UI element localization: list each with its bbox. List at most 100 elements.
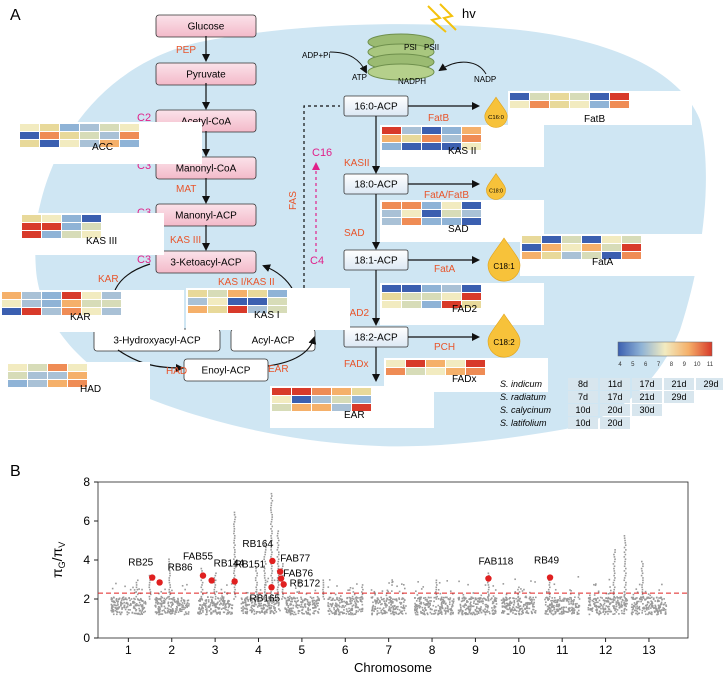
scatter-point [440, 601, 443, 604]
scatter-point [446, 596, 448, 599]
scatter-point [596, 605, 599, 608]
scatter-point [501, 609, 504, 612]
scale-tick: 8 [670, 362, 674, 368]
scatter-point [177, 604, 180, 607]
peak-point [281, 595, 284, 598]
scatter-point [609, 603, 611, 606]
heat-cell [102, 300, 121, 307]
scatter-point [175, 605, 178, 608]
scatter-point [352, 613, 354, 616]
scatter-point [550, 603, 553, 606]
scatter-point [568, 607, 571, 609]
scatter-point [278, 608, 280, 610]
scatter-point [654, 604, 657, 607]
heat-cell [62, 231, 81, 238]
scatter-point [353, 598, 355, 600]
peak-point [271, 513, 273, 516]
scatter-point [636, 601, 638, 604]
scatter-point [545, 596, 548, 599]
scatter-point [599, 612, 602, 615]
peak-point [233, 567, 236, 570]
scatter-point [594, 605, 596, 608]
scatter-point [247, 600, 250, 602]
heat-cell [312, 396, 331, 403]
scatter-point [113, 600, 116, 603]
scatter-point [223, 603, 225, 605]
heat-cell [562, 236, 581, 243]
scatter-point [424, 599, 427, 601]
scatter-point [577, 604, 580, 607]
scatter-point [241, 601, 244, 603]
scatter-point [494, 610, 497, 613]
scatter-point [268, 607, 271, 610]
scatter-point [207, 605, 210, 608]
scatter-point [557, 599, 559, 601]
scatter-point [390, 603, 392, 606]
peak-point [256, 584, 258, 586]
locus-label: FAB76 [283, 569, 313, 580]
scatter-point [118, 597, 121, 600]
scatter-point [346, 603, 349, 606]
scatter-point [252, 609, 255, 611]
heatmap-kas3: KAS III [20, 213, 164, 255]
scatter-point [433, 596, 436, 599]
scatter-point [659, 604, 662, 606]
scatter-point [617, 597, 620, 599]
scatter-point [164, 611, 166, 613]
scatter-point [259, 593, 261, 596]
peak-point [612, 563, 615, 565]
scatter-point [270, 605, 273, 607]
scatter-point [265, 604, 267, 607]
scatter-point [171, 598, 173, 600]
scatter-point [494, 612, 497, 614]
scatter-point [439, 606, 441, 608]
scatter-point [163, 597, 166, 600]
scatter-point [551, 602, 553, 604]
peak-point [276, 535, 279, 537]
node-label: Acyl-ACP [252, 336, 295, 347]
scatter-point [173, 598, 176, 601]
peak-point [264, 542, 266, 544]
scatter-point [502, 597, 505, 600]
peak-point [362, 588, 364, 591]
scatter-point [594, 597, 596, 600]
scatter-point [562, 608, 565, 610]
nadp-label: NADP [474, 75, 496, 84]
heatmap-label: FAD2 [452, 304, 477, 315]
node-manonyl-acp: Manonyl-ACP [155, 203, 257, 227]
scatter-point [174, 613, 176, 615]
scatter-point [231, 612, 233, 615]
scatter-point [570, 599, 573, 601]
peak-point [256, 581, 258, 584]
scatter-point [620, 601, 623, 603]
scatter-point [371, 608, 374, 611]
scatter-point [134, 598, 136, 601]
peak-point [277, 530, 280, 532]
scatter-point [481, 600, 484, 602]
heat-cell [42, 223, 61, 230]
peak-point [270, 492, 273, 495]
scatter-point [337, 608, 340, 611]
heat-cell [542, 244, 561, 251]
peak-point [624, 553, 627, 556]
scatter-point [255, 603, 257, 606]
scatter-point [531, 602, 533, 605]
scatter-point [163, 601, 166, 604]
scatter-point [205, 611, 208, 613]
peak-point [264, 593, 267, 596]
scatter-point [113, 604, 115, 606]
scatter-point [244, 611, 247, 613]
scatter-point [328, 605, 330, 608]
scatter-point [336, 603, 338, 606]
scatter-point [548, 606, 550, 609]
heatmap-label: KAS II [448, 146, 476, 157]
peak-point [487, 584, 490, 586]
scatter-point [546, 597, 549, 599]
scatter-point [169, 610, 172, 612]
scatter-point [348, 610, 351, 612]
acp-label: 16:0-ACP [354, 102, 398, 113]
enzyme-sad: SAD [344, 228, 365, 239]
scatter-point [459, 609, 462, 611]
lipid-drop-d180: C18:0 [486, 173, 506, 200]
scatter-point [386, 598, 389, 600]
